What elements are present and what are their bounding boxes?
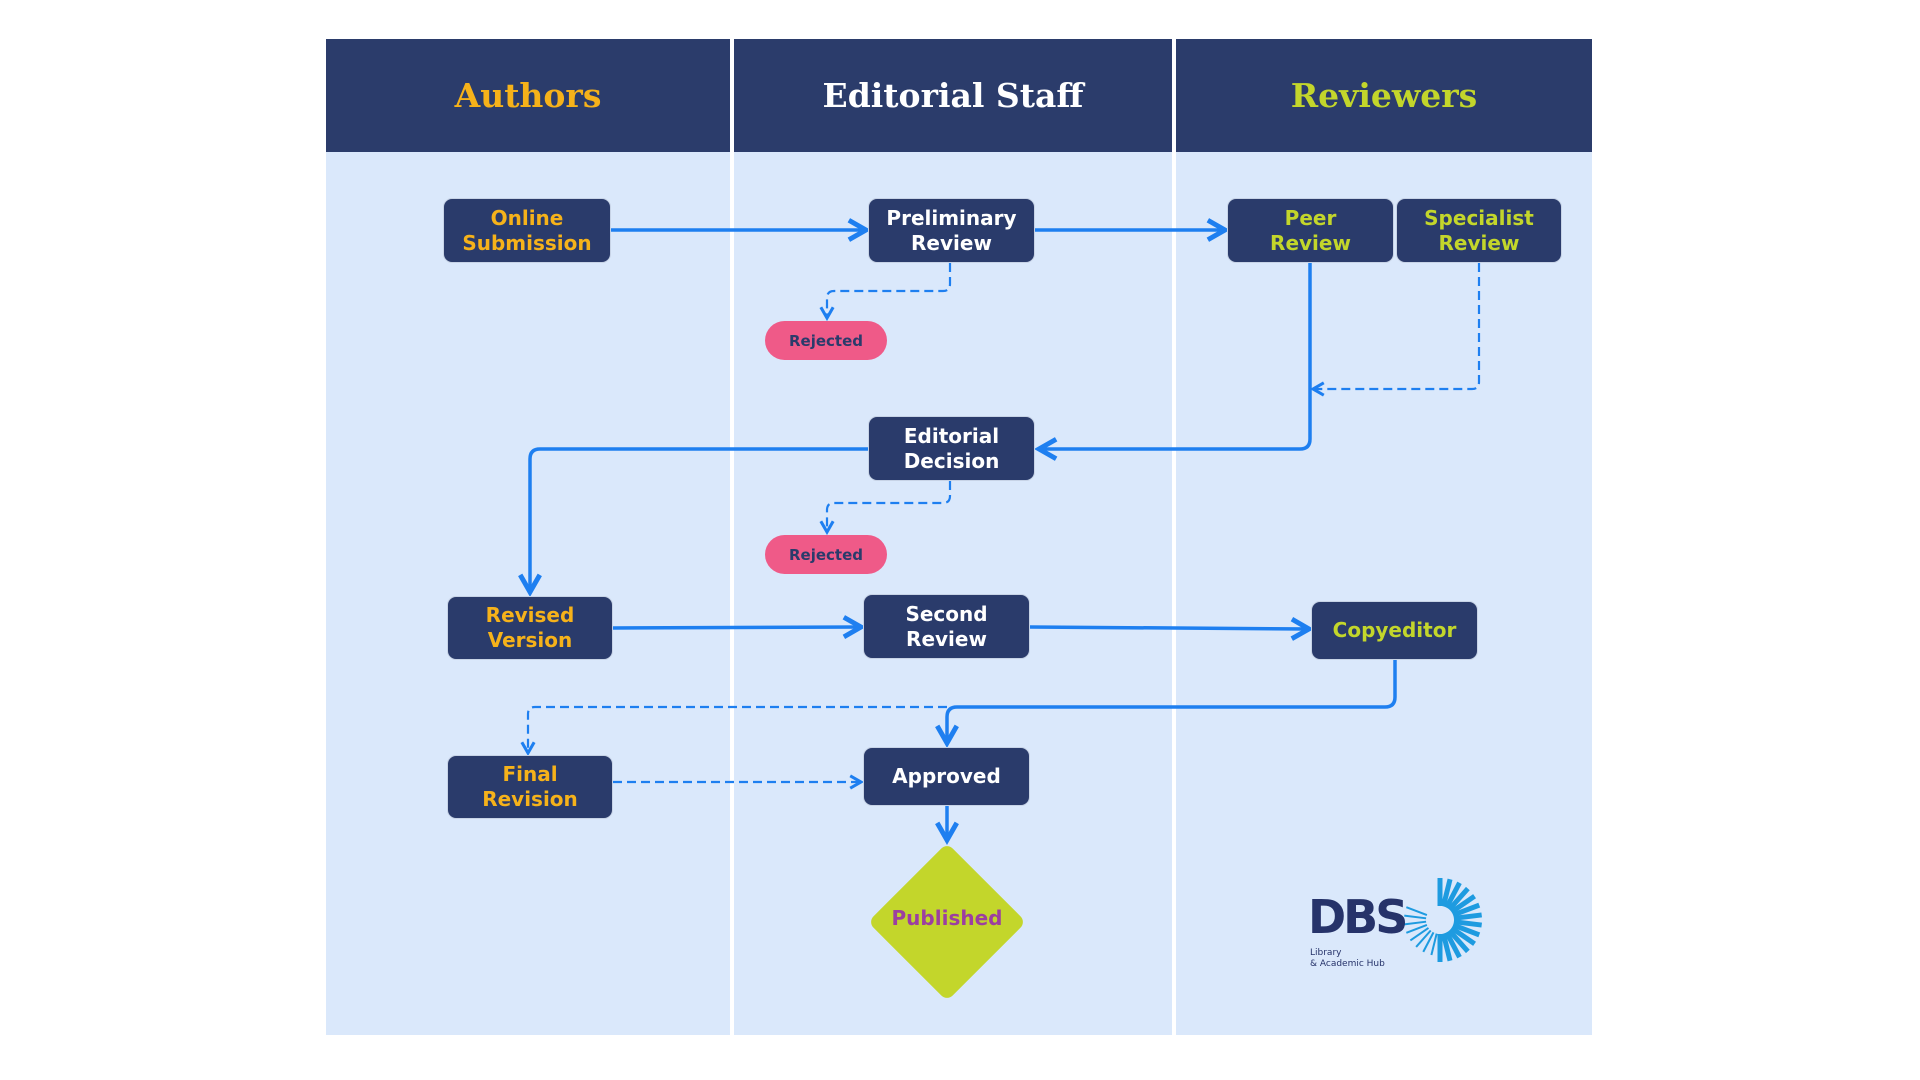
sunburst-ray: [1447, 928, 1470, 954]
arrow-specialist-to-decision: [1313, 263, 1481, 389]
node-online-submission: Online Submission: [443, 198, 611, 263]
sunburst-ray: [1405, 906, 1428, 916]
lane-title-reviewers: Reviewers: [1176, 39, 1592, 152]
arrow-decision-to-revised: [530, 447, 868, 592]
logo-subtitle: Library & Academic Hub: [1310, 948, 1385, 969]
sunburst-ray: [1404, 920, 1427, 926]
node-final-revision: Final Revision: [447, 755, 613, 819]
sunburst-ray: [1453, 919, 1482, 928]
sunburst-ray: [1450, 925, 1476, 946]
arrow-peer-to-decision: [1039, 263, 1312, 449]
node-copyeditor: Copyeditor: [1311, 601, 1478, 660]
logo-wordmark: DBS: [1308, 890, 1408, 944]
node-editorial-decision: Editorial Decision: [868, 416, 1035, 481]
node-preliminary-review: Preliminary Review: [868, 198, 1035, 263]
sunburst-ray: [1405, 924, 1428, 934]
lane-title-authors: Authors: [326, 39, 730, 152]
node-rejected-preliminary: Rejected: [765, 321, 887, 360]
sunburst-ray: [1452, 902, 1481, 918]
node-rejected-decision: Rejected: [765, 535, 887, 574]
sunburst-ray: [1415, 929, 1432, 948]
node-revised-version: Revised Version: [447, 596, 613, 660]
arrow-revised-to-second: [612, 627, 861, 628]
node-published-label: Published: [891, 906, 1003, 930]
sunburst-ray: [1453, 912, 1482, 921]
arrow-decision-to-rejected: [827, 481, 952, 532]
sunburst-ray: [1430, 933, 1438, 956]
sunburst-ray: [1444, 881, 1462, 909]
sunburst-ray: [1447, 886, 1470, 912]
node-specialist-review: Specialist Review: [1396, 198, 1562, 263]
sunburst-ray: [1409, 927, 1430, 942]
arrow-preliminary-to-rejected: [827, 263, 952, 318]
sunburst-ray: [1452, 922, 1481, 938]
sunburst-ray: [1444, 931, 1462, 959]
dbs-logo: DBS Library & Academic Hub: [1308, 876, 1488, 980]
arrow-approved-to-final-revision: [528, 705, 947, 753]
arrow-second-to-copyeditor: [1029, 627, 1309, 629]
arrow-copyeditor-to-approved: [947, 660, 1397, 743]
node-approved: Approved: [863, 747, 1030, 806]
lane-title-editorial-staff: Editorial Staff: [734, 39, 1172, 152]
node-second-review: Second Review: [863, 594, 1030, 659]
sunburst-icon: [1404, 878, 1482, 962]
sunburst-ray: [1404, 914, 1427, 920]
sunburst-ray: [1422, 931, 1435, 953]
sunburst-ray: [1450, 894, 1476, 915]
node-peer-review: Peer Review: [1227, 198, 1394, 263]
sunburst-ray: [1440, 878, 1453, 908]
sunburst-ray: [1440, 932, 1453, 962]
